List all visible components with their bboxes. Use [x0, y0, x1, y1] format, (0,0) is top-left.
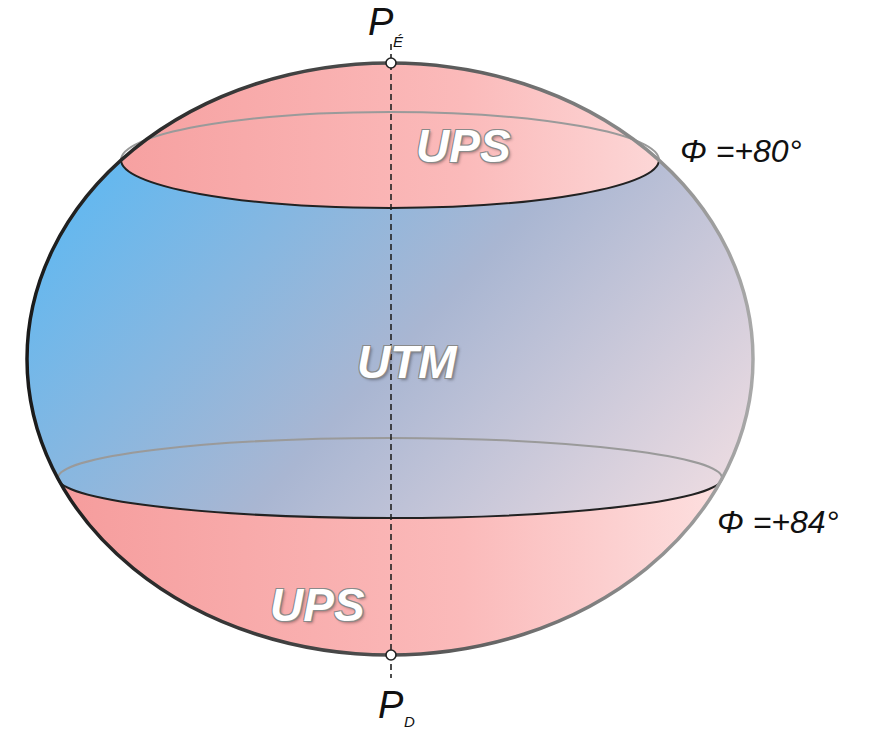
zone-label: UPS: [408, 119, 519, 174]
pole-point: [386, 650, 396, 660]
latitude-label: Φ =+84°: [717, 506, 838, 538]
map-zone-region: UTM: [349, 335, 465, 390]
zone-label: UTM: [349, 335, 465, 390]
back-parallel-arc: [58, 438, 722, 478]
ellipsoid-outline: [27, 63, 753, 655]
zone-label: UPS: [262, 578, 373, 633]
front-parallel-arc: [58, 478, 722, 518]
pole-subscript: É: [393, 34, 403, 49]
pole-letter: P: [368, 3, 393, 41]
back-parallel-arc: [121, 112, 659, 160]
map-zone-region: UPS: [408, 119, 519, 174]
pole-point: [386, 58, 396, 68]
utm-band-fill: [0, 160, 820, 518]
front-parallel-arc: [121, 160, 659, 208]
pole-subscript: D: [404, 714, 415, 729]
map-zone-region: UPS: [262, 578, 373, 633]
pole-letter: P: [378, 686, 403, 724]
latitude-label: Φ =+80°: [680, 135, 801, 167]
